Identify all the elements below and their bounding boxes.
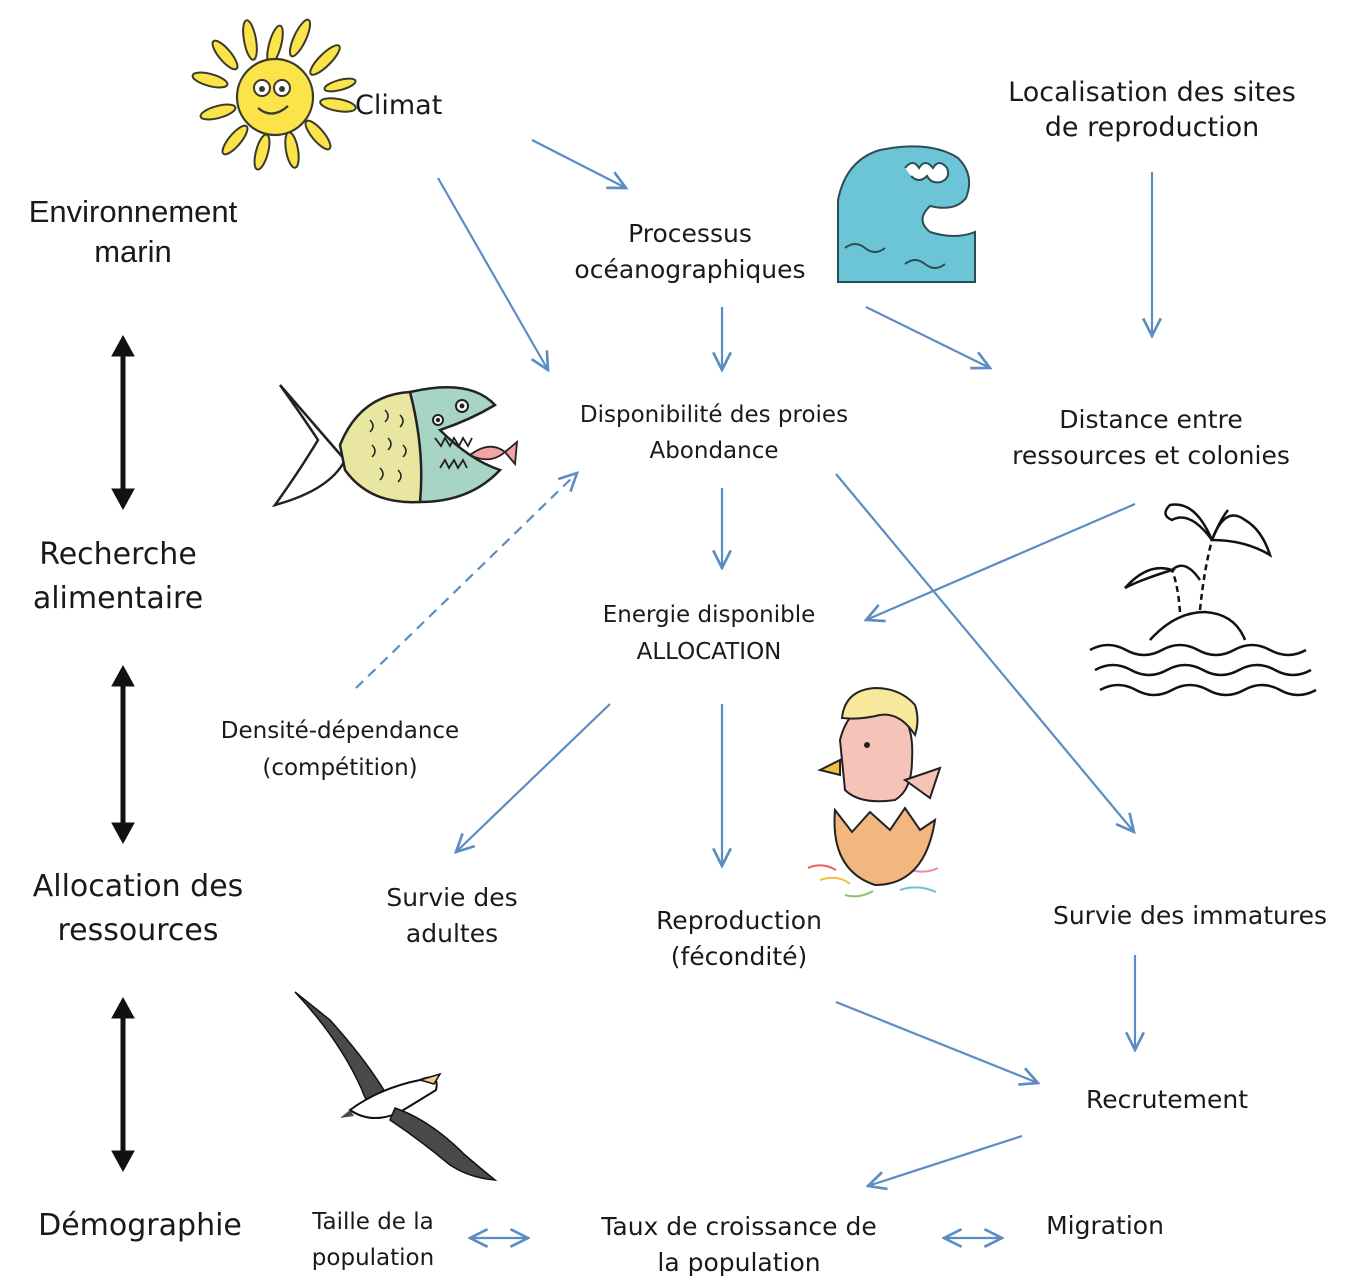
wave-icon: [837, 145, 976, 283]
node-processus-line2: océanographiques: [574, 255, 806, 285]
level-arrow-2: [111, 664, 135, 845]
level-recherche-line1: Recherche: [39, 537, 197, 572]
chick-icon: [807, 686, 942, 898]
node-recrutement: Recrutement: [1085, 1085, 1249, 1114]
node-taux: Taux de croissance de la population: [575, 1209, 903, 1282]
level-environnement-line2: marin: [94, 234, 172, 270]
node-taux-line2: la population: [657, 1248, 821, 1278]
node-survie-immatures: Survie des immatures: [1052, 901, 1328, 930]
arrow-disponibilite-survie-immatures: [835, 473, 1134, 832]
island-icon: [1089, 503, 1317, 697]
node-disponibilite: Disponibilité des proies Abondance: [555, 398, 873, 469]
node-survie-adultes-line1: Survie des: [386, 883, 518, 912]
node-reproduction-line1: Reproduction: [656, 906, 822, 935]
node-survie-adultes: Survie des adultes: [362, 880, 542, 953]
level-allocation-line1: Allocation des: [32, 869, 244, 904]
arrow-climat-processus: [531, 139, 626, 188]
arrow-distance-energie: [866, 502, 1136, 620]
node-climat: Climat: [355, 90, 443, 121]
node-energie: Energie disponible ALLOCATION: [575, 597, 843, 671]
node-densite: Densité-dépendance (compétition): [198, 713, 482, 787]
level-environnement-line1: Environnement: [28, 194, 238, 229]
node-taille-line1: Taille de la: [312, 1209, 434, 1235]
level-demographie-text: Démographie: [38, 1208, 242, 1243]
node-densite-line2: (compétition): [262, 754, 418, 781]
node-energie-line1: Energie disponible: [602, 602, 816, 628]
node-localisation-line2: de reproduction: [1044, 112, 1260, 144]
node-reproduction: Reproduction (fécondité): [628, 903, 850, 976]
node-reproduction-line2: (fécondité): [670, 942, 808, 972]
arrow-recrutement-taux: [868, 1134, 1023, 1186]
node-taille: Taille de la population: [288, 1205, 458, 1276]
arrow-processus-distance: [865, 306, 990, 368]
node-migration: Migration: [1046, 1211, 1164, 1240]
node-distance: Distance entre ressources et colonies: [985, 402, 1317, 475]
node-distance-line2: ressources et colonies: [1012, 441, 1290, 471]
arrow-climat-disponibilite: [437, 177, 548, 370]
node-disponibilite-line2: Abondance: [649, 437, 779, 464]
node-localisation: Localisation des sites de reproduction: [995, 75, 1309, 145]
arrow-energie-survie-adultes: [456, 703, 611, 852]
node-taux-line1: Taux de croissance de: [601, 1212, 877, 1241]
fish-icon: [271, 384, 519, 508]
node-survie-adultes-line2: adultes: [405, 919, 499, 949]
level-allocation-line2: ressources: [57, 912, 219, 948]
level-recherche-line2: alimentaire: [32, 580, 204, 616]
node-localisation-line1: Localisation des sites: [1008, 77, 1296, 108]
level-arrows: [111, 334, 135, 1173]
node-processus: Processus océanographiques: [545, 216, 835, 289]
level-recherche: Recherche alimentaire: [0, 533, 236, 620]
arrow-reproduction-recrutement: [835, 1000, 1038, 1083]
node-densite-line1: Densité-dépendance: [220, 718, 460, 744]
albatross-icon: [294, 991, 498, 1181]
arrow-densite-disponibilite: [355, 473, 577, 689]
node-processus-line1: Processus: [628, 219, 752, 248]
flow-arrows: [355, 139, 1152, 1238]
level-allocation: Allocation des ressources: [14, 865, 262, 952]
sun-icon: [191, 18, 357, 171]
level-environnement: Environnement marin: [4, 192, 262, 273]
node-energie-line2: ALLOCATION: [636, 638, 782, 665]
level-arrow-3: [111, 996, 135, 1173]
level-arrow-1: [111, 334, 135, 511]
node-disponibilite-line1: Disponibilité des proies: [579, 402, 849, 428]
level-demographie: Démographie: [20, 1206, 260, 1245]
node-taille-line2: population: [311, 1244, 435, 1271]
node-distance-line1: Distance entre: [1059, 405, 1243, 434]
